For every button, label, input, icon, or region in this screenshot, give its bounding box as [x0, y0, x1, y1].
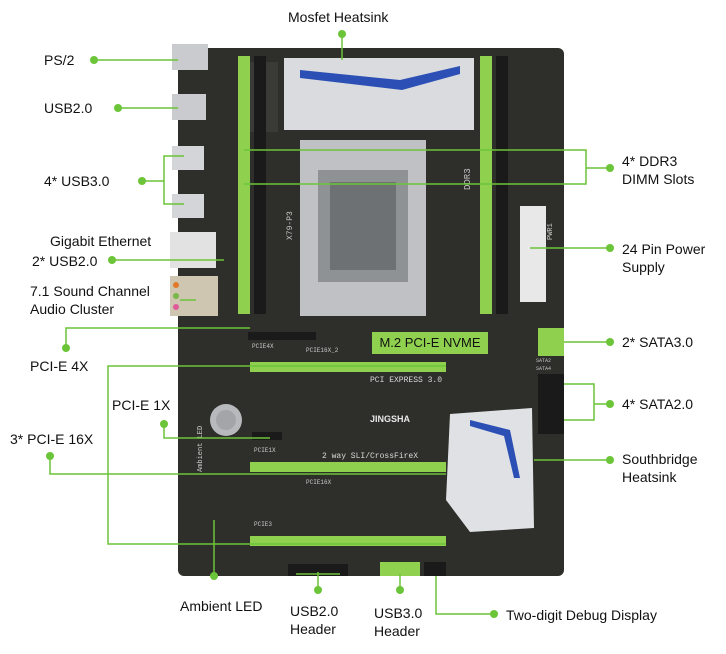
callout-dot-ps2	[90, 56, 98, 64]
callout-dot-sata3	[606, 338, 614, 346]
callout-dot-usb20	[114, 104, 122, 112]
mosfet-heatsink	[284, 58, 474, 130]
board-sata4-text: SATA4	[536, 366, 551, 372]
callout-dot-mosfet	[338, 30, 346, 38]
board-slot-pcie4x-text: PCIE4X	[252, 343, 274, 350]
dimm-slots	[238, 56, 508, 314]
pcie4x-slot	[248, 332, 316, 340]
usb20-port	[172, 94, 206, 120]
usb2-headers	[288, 564, 348, 576]
usb30-ports-bottom	[172, 194, 204, 218]
callout-dot-pcie1x	[160, 420, 168, 428]
callout-dot-usb20b	[108, 256, 116, 264]
ethernet-usb-block	[170, 232, 216, 268]
label-pcie1x: PCI-E 1X	[112, 397, 171, 413]
label-ddr3-line1: 4* DDR3	[622, 153, 678, 169]
pcie16x-slot-2	[250, 462, 446, 472]
board-sli-text: 2 way SLI/CrossFireX	[322, 452, 418, 461]
label-ambient-led: Ambient LED	[180, 598, 263, 614]
pcie16x-slot-3	[250, 536, 446, 546]
label-southbridge-line1: Southbridge	[622, 451, 698, 467]
atx-24pin-connector	[520, 206, 546, 302]
ps2-port	[172, 44, 208, 70]
callout-dot-usb2h	[314, 586, 322, 594]
label-power-line2: Supply	[622, 259, 665, 275]
label-usb2h-line2: Header	[290, 621, 336, 637]
board-brand-text: JINGSHA	[370, 414, 411, 424]
callout-dot-pcie4x	[62, 344, 70, 352]
board-model-text: X79-P3	[286, 211, 295, 240]
debug-display	[424, 562, 446, 576]
label-gigabit-ethernet: Gigabit Ethernet	[50, 233, 152, 249]
board-slot-pcie1x-text: PCIE1X	[254, 447, 276, 454]
sata3-ports	[538, 328, 564, 356]
board-slot-pcie3-text: PCIE3	[254, 521, 272, 528]
label-usb2h-line1: USB2.0	[290, 603, 339, 619]
label-audio-line1: 7.1 Sound Channel	[30, 283, 150, 299]
pcie16x-slot-1	[250, 362, 446, 372]
usb3-header	[380, 562, 420, 576]
callout-dot-ambient	[210, 572, 218, 580]
label-audio-line2: Audio Cluster	[30, 301, 115, 317]
board-ambient-led-text: Ambient LED	[197, 426, 205, 472]
callout-dot-pcie16x	[46, 452, 54, 460]
label-mosfet-heatsink: Mosfet Heatsink	[288, 9, 389, 25]
label-pcie16x: 3* PCI-E 16X	[10, 431, 94, 447]
southbridge-heatsink	[446, 408, 534, 532]
board-slot-pcie16x2-text: PCIE16X_2	[306, 347, 339, 354]
callout-dot-southbridge	[606, 456, 614, 464]
label-ps2: PS/2	[44, 52, 75, 68]
label-usb20b: 2* USB2.0	[32, 253, 98, 269]
callout-dots	[46, 30, 614, 618]
usb30-ports-top	[172, 146, 204, 170]
label-usb3h-line2: Header	[374, 623, 420, 639]
label-usb20: USB2.0	[44, 100, 93, 116]
m2-nvme-label: M.2 PCI-E NVME	[372, 332, 488, 354]
label-ddr3-line2: DIMM Slots	[622, 171, 695, 187]
board-sata2-text: SATA2	[536, 358, 551, 364]
label-usb30: 4* USB3.0	[44, 173, 110, 189]
board-ddr3-text: DDR3	[463, 168, 473, 190]
callout-dot-usb3h	[396, 586, 404, 594]
callout-dot-power	[606, 244, 614, 252]
callout-dot-ddr3	[606, 164, 614, 172]
label-southbridge-line2: Heatsink	[622, 469, 677, 485]
label-power-line1: 24 Pin Power	[622, 241, 706, 257]
label-pcie4x: PCI-E 4X	[30, 358, 89, 374]
callout-dot-sata2	[606, 400, 614, 408]
callout-dot-usb30	[138, 177, 146, 185]
callout-dot-debug	[490, 610, 498, 618]
label-sata2: 4* SATA2.0	[622, 396, 694, 412]
board-slot-pcie16x-text: PCIE16X	[306, 479, 332, 486]
board-pwr1-text: PWR1	[547, 223, 555, 240]
label-sata3: 2* SATA3.0	[622, 334, 694, 350]
label-usb3h-line1: USB3.0	[374, 605, 423, 621]
board-pcie-express-text: PCI EXPRESS 3.0	[370, 376, 442, 385]
pcie1x-slot	[252, 432, 282, 440]
sata2-ports	[538, 374, 564, 434]
callout-lines	[49, 34, 610, 615]
label-debug-display: Two-digit Debug Display	[506, 607, 657, 623]
